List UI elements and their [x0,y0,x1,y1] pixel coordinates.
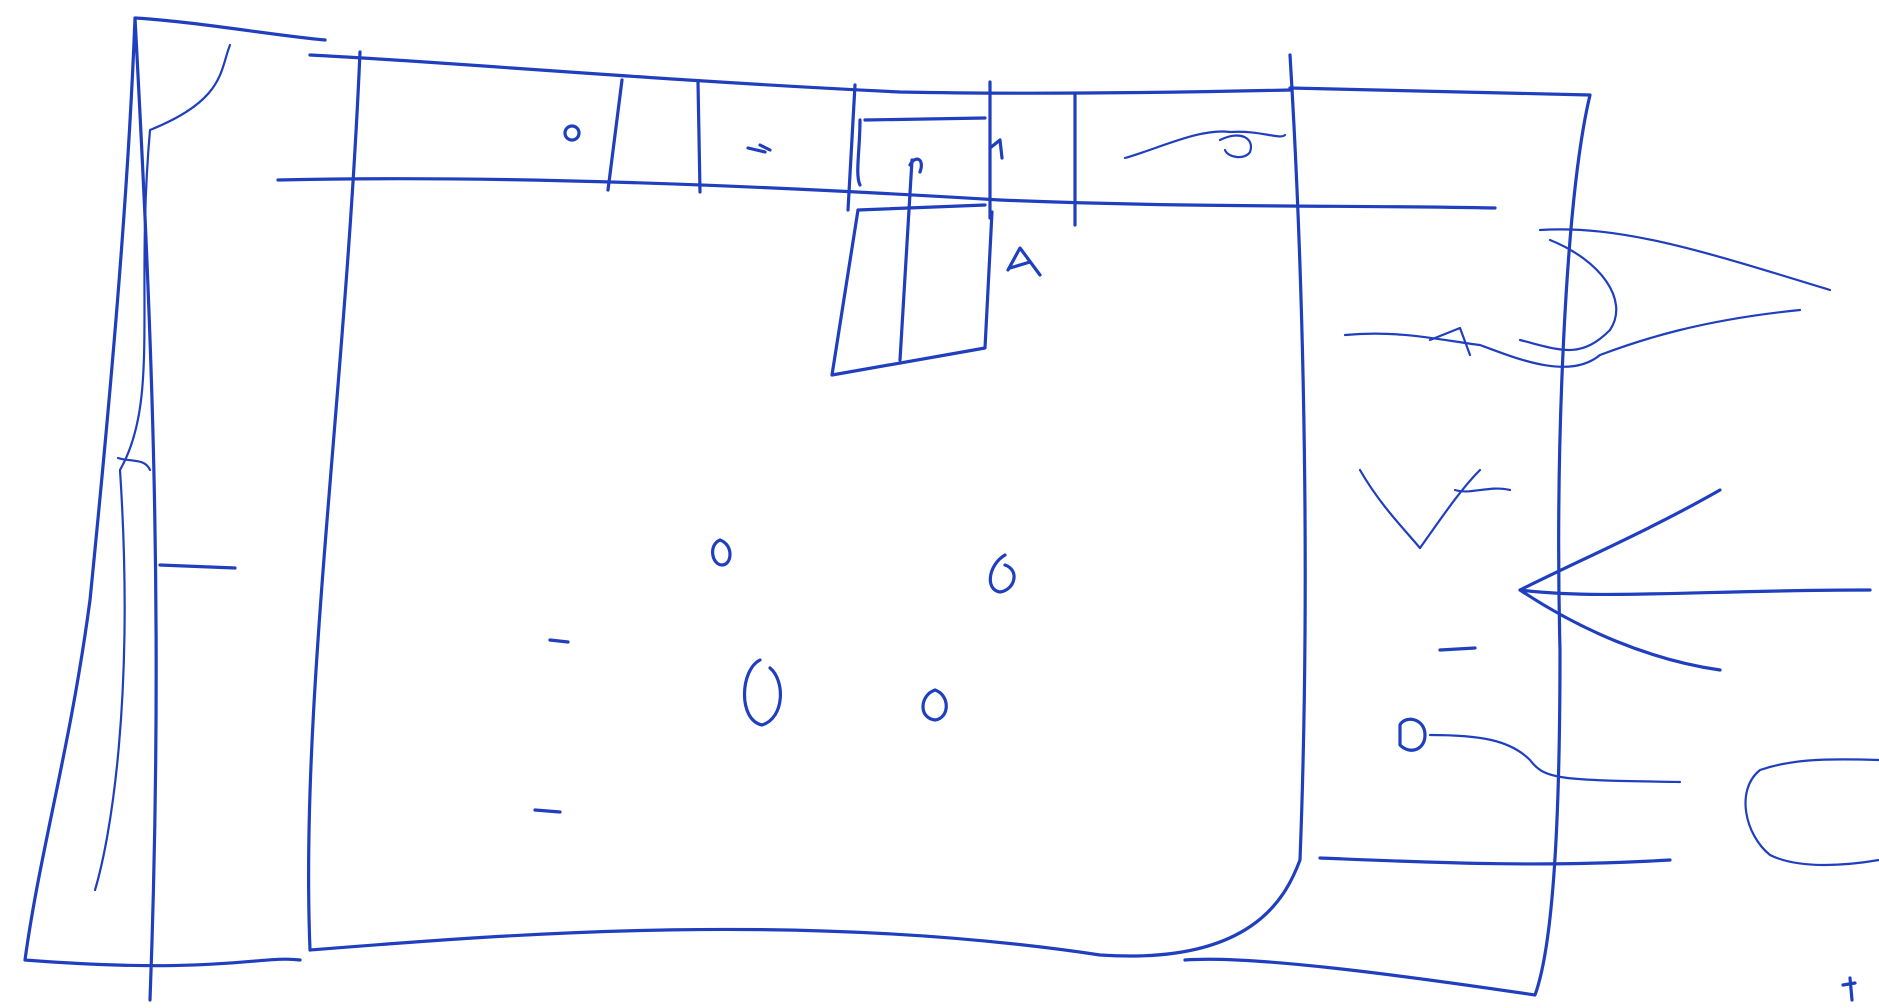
toolbar-pointer-icon[interactable] [748,145,770,152]
right-panel-line-1 [1430,735,1680,782]
canvas-dash-1 [550,640,568,642]
toolbar-separator-2 [698,82,700,192]
dropdown-column-divider [900,160,912,360]
toolbar-bottom-edge [278,179,1495,208]
toolbar-text-icon[interactable] [990,140,1002,158]
toolbar-top-edge [310,55,1290,93]
right-panel-flag-icon[interactable] [1400,719,1425,750]
left-sidebar-panel [25,18,325,1000]
canvas-dot-1[interactable] [713,540,730,565]
canvas-dash-2 [535,810,560,812]
main-area-border [309,52,1306,956]
right-panel-rounded-button[interactable] [1746,759,1879,865]
toolbar-separator-1 [608,80,622,190]
toolbar-zoom-control[interactable] [1125,131,1285,158]
sidebar-divider [160,565,235,568]
right-panel-check-mark[interactable] [1360,470,1510,548]
dropdown-panel [832,205,992,375]
right-panel-arrow[interactable] [1520,490,1870,670]
toolbar-record-icon[interactable] [565,126,579,140]
canvas-dot-3[interactable] [745,660,781,725]
dropdown-open-button[interactable] [858,118,985,185]
top-toolbar [278,55,1495,225]
toolbar-dropdown-menu[interactable] [832,118,1040,375]
right-panel-dash [1440,648,1475,650]
right-panel [1185,88,1879,1000]
right-panel-scribble-1[interactable] [1345,310,1800,367]
canvas-dot-4[interactable] [923,690,946,720]
sidebar-outer-border [25,18,325,1000]
sidebar-scroll-track[interactable] [95,45,230,890]
right-panel-line-2 [1320,858,1670,864]
main-content-area [309,52,1306,956]
canvas-content [535,540,1014,812]
right-panel-border [1185,88,1590,995]
canvas-dot-2[interactable] [990,555,1014,592]
right-panel-corner-mark [1843,978,1855,1000]
cursor-hand-icon [1008,248,1040,275]
